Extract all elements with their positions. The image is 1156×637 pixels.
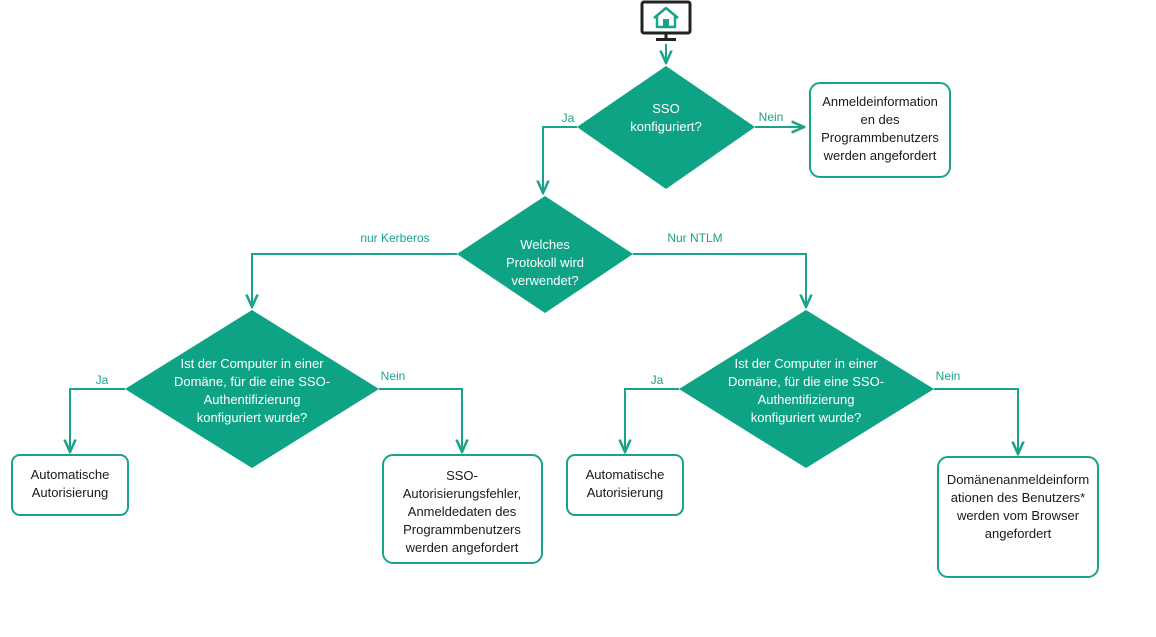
- text-line: Anmeldedaten des: [408, 504, 517, 519]
- text-line: Welches: [520, 237, 570, 252]
- text-line: Programmbenutzers: [403, 522, 521, 537]
- home-monitor-icon: [640, 0, 692, 41]
- decision-domain-right: [679, 310, 934, 468]
- text-line: Authentifizierung: [204, 392, 301, 407]
- edge-label-sso-yes: Ja: [562, 111, 575, 125]
- text-line: angefordert: [985, 526, 1052, 541]
- text-line: Automatische: [31, 467, 110, 482]
- outcome-auto-auth-left: [11, 454, 129, 516]
- edge-label-left-no: Nein: [381, 369, 406, 383]
- text-line: en des: [860, 112, 900, 127]
- decision-sso-configured: [577, 66, 755, 189]
- text-line: Ist der Computer in einer: [734, 356, 878, 371]
- connector-left-no: [379, 388, 462, 452]
- text-line: Protokoll wird: [506, 255, 584, 270]
- text-line: Ist der Computer in einer: [180, 356, 324, 371]
- text-line: Domäne, für die eine SSO-: [728, 374, 884, 389]
- text-line: Domäne, für die eine SSO-: [174, 374, 330, 389]
- text-line: Programmbenutzers: [821, 130, 939, 145]
- connector-left-yes: [70, 388, 125, 452]
- text-line: SSO-: [446, 468, 478, 483]
- edge-label-sso-no: Nein: [759, 110, 784, 124]
- connector-kerberos: [252, 253, 457, 307]
- text-line: konfiguriert wurde?: [751, 410, 862, 425]
- text-line: Authentifizierung: [758, 392, 855, 407]
- text-line: konfiguriert?: [630, 119, 702, 134]
- text-line: werden angefordert: [823, 148, 937, 163]
- connector-right-yes: [625, 388, 679, 452]
- edge-label-kerberos: nur Kerberos: [360, 231, 429, 245]
- outcome-sso-error-text: SSO- Autorisierungsfehler, Anmeldedaten de…: [403, 468, 522, 555]
- text-line: Anmeldeinformation: [822, 94, 938, 109]
- edge-label-right-yes: Ja: [651, 373, 664, 387]
- text-line: werden angefordert: [405, 540, 519, 555]
- decision-protocol: [457, 196, 633, 313]
- text-line: Autorisierung: [587, 485, 664, 500]
- text-line: Autorisierung: [32, 485, 109, 500]
- connector-ntlm: [633, 253, 806, 307]
- decision-sso-text: SSO konfiguriert?: [630, 101, 702, 134]
- outcome-browser-credentials-text: Domänenanmeldeinform ationen des Benutzer…: [947, 472, 1089, 541]
- text-line: Domänenanmeldeinform: [947, 472, 1089, 487]
- text-line: SSO: [652, 101, 679, 116]
- outcome-auto-auth-right: [566, 454, 684, 516]
- outcome-browser-credentials: [937, 456, 1099, 578]
- connector-sso-yes: [543, 126, 577, 193]
- edge-label-left-yes: Ja: [96, 373, 109, 387]
- edge-label-right-no: Nein: [936, 369, 961, 383]
- text-line: Autorisierungsfehler,: [403, 486, 522, 501]
- connector-right-no: [934, 388, 1018, 454]
- outcome-sso-error: [382, 454, 543, 564]
- text-line: Automatische: [586, 467, 665, 482]
- outcome-app-user-credentials: [809, 82, 951, 178]
- edge-label-ntlm: Nur NTLM: [667, 231, 722, 245]
- text-line: werden vom Browser: [956, 508, 1080, 523]
- decision-domain-left: [125, 310, 379, 468]
- text-line: konfiguriert wurde?: [197, 410, 308, 425]
- text-line: ationen des Benutzers*: [951, 490, 1085, 505]
- text-line: verwendet?: [511, 273, 578, 288]
